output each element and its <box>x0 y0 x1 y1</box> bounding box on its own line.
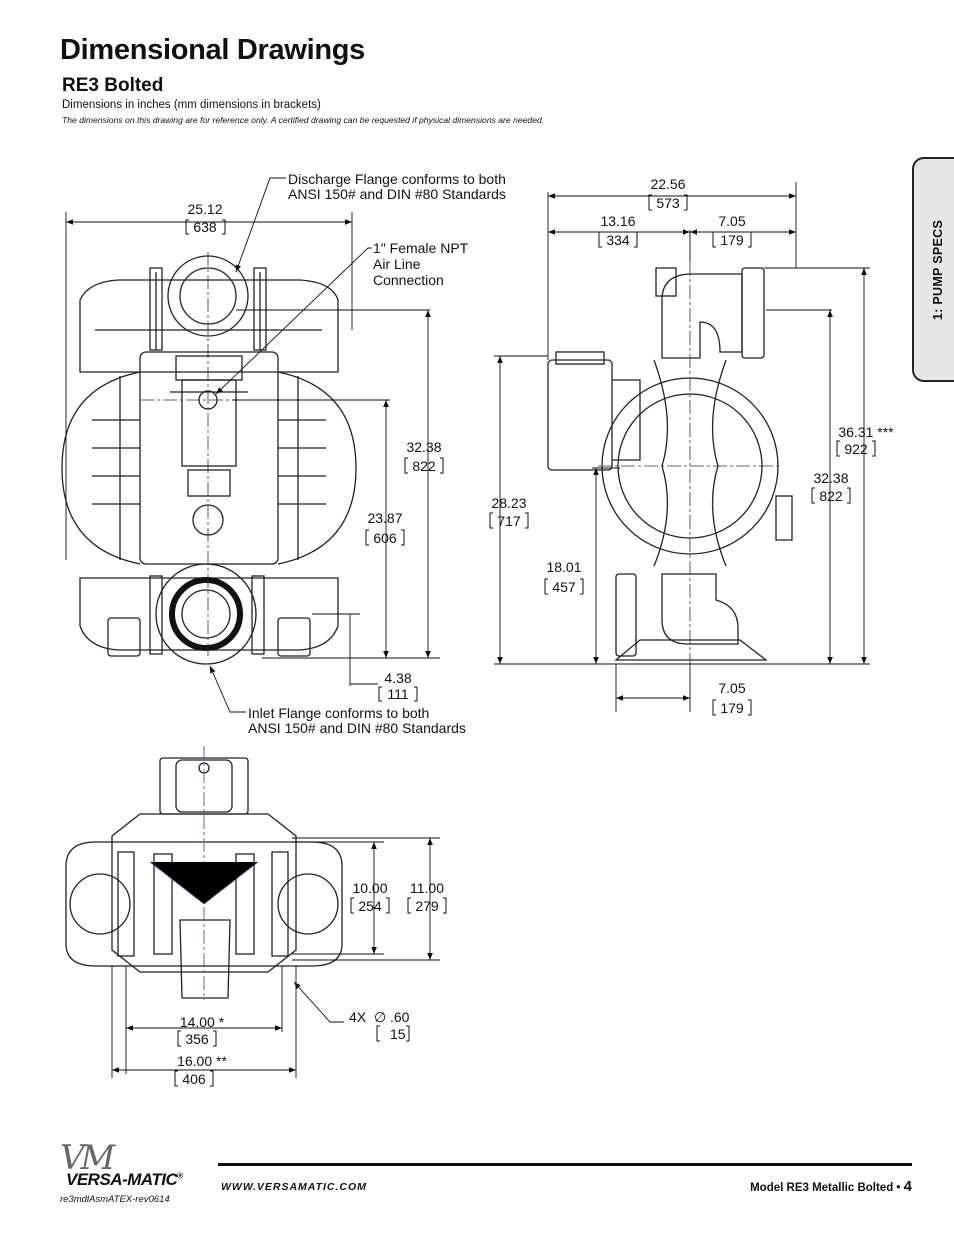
footer-divider <box>218 1163 912 1166</box>
callout-discharge-line2: ANSI 150# and DIN #80 Standards <box>288 186 506 202</box>
website-link[interactable]: WWW.VERSAMATIC.COM <box>221 1181 367 1193</box>
side-view-centerline <box>598 262 782 664</box>
dim-front-base-in: 4.38 <box>384 670 411 686</box>
brand-logo: VERSA-MATIC® <box>66 1170 183 1190</box>
brand-logo-mark: VM <box>60 1138 115 1178</box>
dim-top-hole-prefix: 4X <box>349 1009 367 1025</box>
callout-npt-line3: Connection <box>373 272 444 288</box>
brand-logo-text: VERSA-MATIC <box>66 1170 178 1189</box>
dim-front-width-in: 25.12 <box>187 201 222 217</box>
units-note: Dimensions in inches (mm dimensions in b… <box>62 99 321 111</box>
top-view-centerline <box>149 746 259 1000</box>
dim-front-h1-mm: 822 <box>412 458 436 474</box>
dim-side-total-h-in: 36.31 *** <box>838 424 894 440</box>
dim-front-h2-mm: 606 <box>373 530 397 546</box>
dim-top-d1-mm: 254 <box>358 898 382 914</box>
dim-side-width-mm: 573 <box>656 195 680 211</box>
dim-side-inlet-mm: 457 <box>552 579 576 595</box>
callout-texts: Discharge Flange conforms to both ANSI 1… <box>248 171 506 736</box>
page-title: Dimensional Drawings <box>60 34 366 66</box>
dim-top-w2-mm: 406 <box>182 1071 206 1087</box>
dim-front-base-mm: 111 <box>387 686 408 702</box>
front-view-flanges <box>149 255 267 665</box>
registered-mark: ® <box>177 1171 183 1181</box>
document-reference: re3mdlAsmATEX-rev0614 <box>60 1194 170 1205</box>
disclaimer-note: The dimensions on this drawing are for r… <box>62 115 545 125</box>
model-name: Model RE3 Metallic Bolted • <box>750 1182 904 1194</box>
dim-front-h1-in: 32.38 <box>406 439 441 455</box>
dim-side-air-in: 28.23 <box>491 495 526 511</box>
side-view-pump <box>547 267 793 661</box>
front-view-centerline <box>140 252 278 656</box>
dim-side-h-in: 32.38 <box>813 470 848 486</box>
dim-side-bottom-mm: 179 <box>720 700 744 716</box>
dim-top-d1-in: 10.00 <box>352 880 387 896</box>
model-page-label: Model RE3 Metallic Bolted • 4 <box>750 1178 912 1195</box>
page-number: 4 <box>903 1178 912 1195</box>
dim-front-width-mm: 638 <box>193 219 217 235</box>
dim-top-w1-in: 14.00 * <box>180 1014 225 1030</box>
dim-side-width-in: 22.56 <box>650 176 685 192</box>
dim-side-right-in: 7.05 <box>718 213 745 229</box>
mm-brackets <box>174 194 876 1087</box>
top-view-dimensions <box>111 837 440 1078</box>
dim-top-w1-mm: 356 <box>185 1031 209 1047</box>
callout-npt-line2: Air Line <box>373 256 421 272</box>
page-subtitle: RE3 Bolted <box>62 75 164 96</box>
dim-top-d2-in: 11.00 <box>410 880 444 896</box>
dim-side-total-h-mm: 922 <box>844 441 868 457</box>
callout-discharge-line1: Discharge Flange conforms to both <box>288 171 506 187</box>
callout-inlet-line2: ANSI 150# and DIN #80 Standards <box>248 720 466 736</box>
dim-side-bottom-in: 7.05 <box>718 680 745 696</box>
side-view-dimensions <box>494 182 870 712</box>
dim-front-h2-in: 23.87 <box>367 510 402 526</box>
dim-top-hole-in: .60 <box>390 1009 410 1025</box>
dim-side-inlet-in: 18.01 <box>546 559 581 575</box>
callout-inlet-line1: Inlet Flange conforms to both <box>248 705 429 721</box>
top-view-pump <box>65 757 343 999</box>
dim-top-w2-in: 16.00 ** <box>177 1053 227 1069</box>
dim-top-hole-symbol: ∅ <box>374 1009 386 1025</box>
callout-npt-line1: 1" Female NPT <box>373 240 469 256</box>
dim-top-hole-mm: 15 <box>390 1026 406 1042</box>
dim-side-air-mm: 717 <box>497 513 521 529</box>
section-tab[interactable]: 1: PUMP SPECS <box>912 157 954 382</box>
dim-top-d2-mm: 279 <box>415 898 439 914</box>
dim-side-left-mm: 334 <box>606 232 630 248</box>
dim-side-right-mm: 179 <box>720 232 744 248</box>
dim-side-h-mm: 822 <box>819 488 843 504</box>
dim-side-left-in: 13.16 <box>600 213 635 229</box>
dimension-texts: 25.12 638 32.38 822 23.87 606 4.38 111 2… <box>177 176 894 1087</box>
front-view-dimensions <box>65 177 440 713</box>
